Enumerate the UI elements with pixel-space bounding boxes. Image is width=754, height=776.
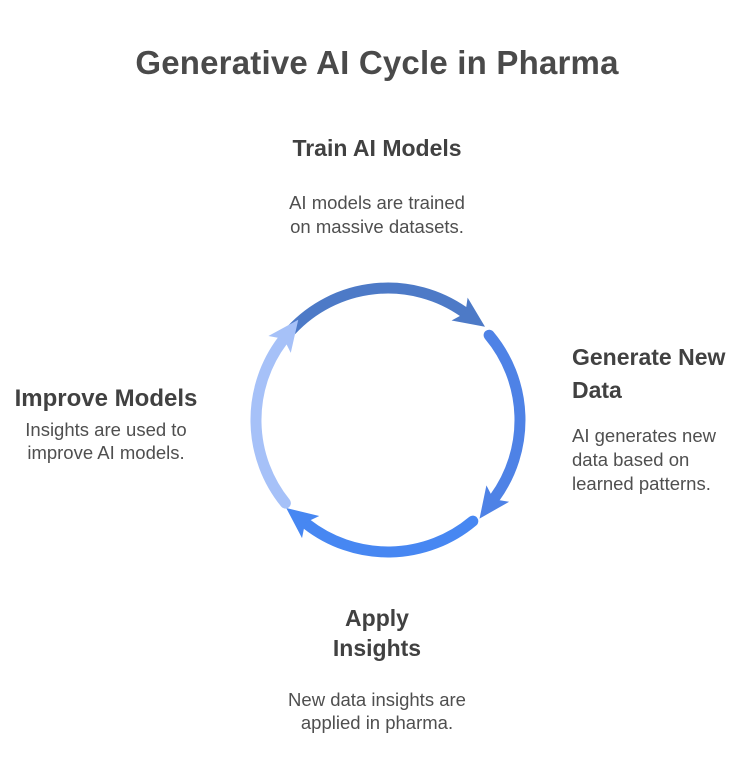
- stage-improve-description: Insights are used to improve AI models.: [0, 418, 212, 465]
- stage-generate-desc-line: learned patterns.: [572, 472, 711, 494]
- cycle-arc-right: [479, 329, 526, 519]
- stage-generate-description: AI generates new data based on learned p…: [572, 424, 754, 496]
- stage-apply-heading: Apply Insights: [0, 604, 754, 664]
- stage-generate: Generate New Data AI generates new data …: [572, 341, 754, 496]
- stage-generate-heading-line: Generate New: [572, 344, 726, 370]
- cycle-diagram: [250, 282, 526, 558]
- stage-apply-desc-line: applied in pharma.: [300, 712, 454, 734]
- stage-generate-desc-line: AI generates new: [572, 424, 716, 446]
- stage-improve: Improve Models Insights are used to impr…: [0, 383, 212, 464]
- stage-apply-description: New data insights are applied in pharma.: [0, 688, 754, 735]
- stage-improve-desc-line: Insights are used to: [25, 418, 187, 440]
- stage-train: Train AI Models AI models are trained on…: [0, 133, 754, 238]
- stage-train-heading: Train AI Models: [292, 135, 462, 161]
- cycle-arc-top: [286, 282, 486, 336]
- stage-apply-heading-line: Apply: [345, 605, 409, 631]
- stage-generate-desc-line: data based on: [572, 448, 690, 470]
- stage-apply-desc-line: New data insights are: [288, 688, 466, 710]
- stage-generate-heading-line: Data: [572, 377, 622, 404]
- stage-train-desc-line: AI models are trained: [289, 192, 465, 214]
- stage-improve-desc-line: improve AI models.: [27, 441, 185, 463]
- stage-train-description: AI models are trained on massive dataset…: [0, 191, 754, 238]
- cycle-arc-bottom: [286, 508, 479, 558]
- stage-train-desc-line: on massive datasets.: [290, 215, 464, 237]
- page-title: Generative AI Cycle in Pharma: [135, 44, 619, 81]
- stage-apply: Apply Insights New data insights are app…: [0, 604, 754, 734]
- cycle-arc-left: [250, 319, 299, 509]
- stage-generate-heading: Generate New Data: [572, 341, 754, 408]
- stage-apply-heading-line: Insights: [332, 634, 422, 661]
- stage-improve-heading: Improve Models: [14, 385, 198, 412]
